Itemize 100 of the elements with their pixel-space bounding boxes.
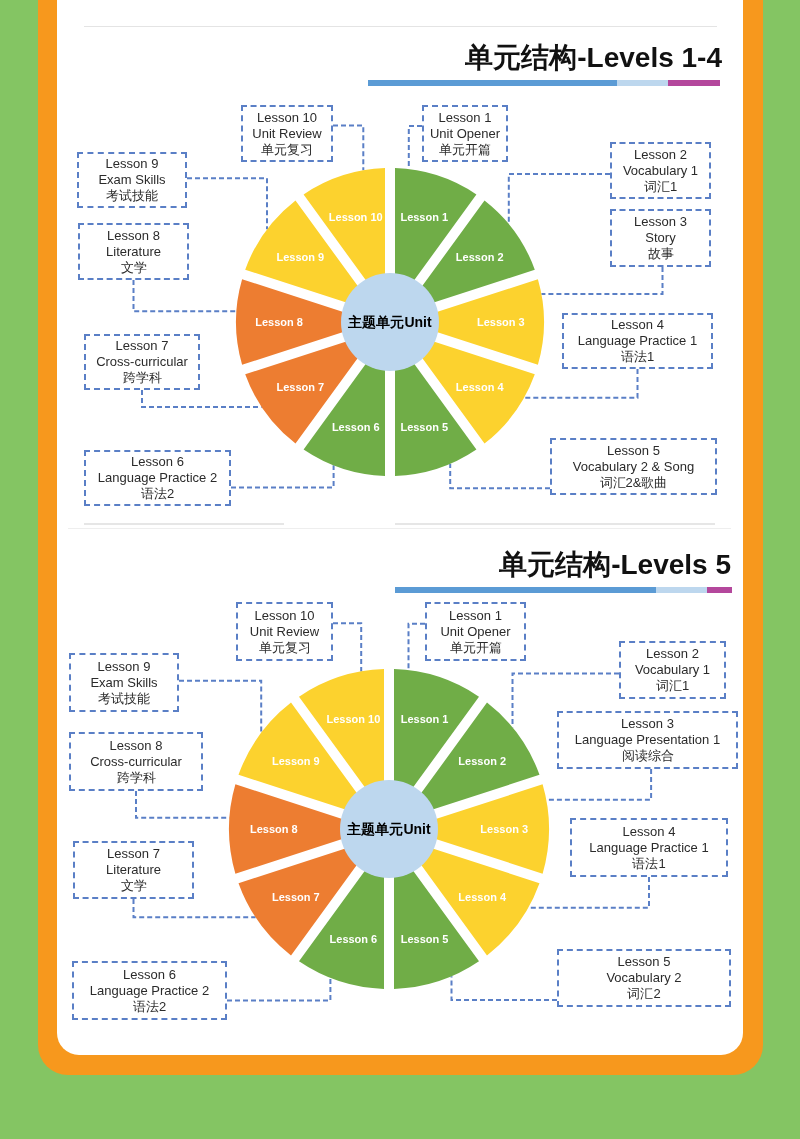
leader-line (230, 464, 335, 489)
segment-label: Lesson 9 (271, 754, 320, 768)
callout-text: Unit Opener (429, 125, 501, 142)
leader-line (132, 898, 257, 919)
segment-label: Lesson 9 (276, 250, 325, 264)
callout-text: Unit Review (252, 125, 322, 142)
callout-text: 词汇1 (643, 178, 678, 195)
hub-label: 主题单元Unit (347, 820, 431, 838)
leader-line (540, 266, 664, 295)
callout-box (557, 949, 731, 1007)
callout-heading: Lesson 9 (97, 658, 151, 675)
callout-text: 文学 (120, 259, 147, 276)
callout-box (619, 641, 726, 699)
callout-box (425, 602, 526, 661)
wheel-segment (434, 784, 549, 874)
callout-heading: Lesson 10 (257, 109, 317, 126)
segment-label: Lesson 4 (455, 380, 504, 394)
callout-heading: Lesson 5 (607, 442, 660, 459)
segment-label: Lesson 5 (400, 932, 449, 946)
callout-heading: Lesson 3 (634, 214, 687, 230)
segment-label: Lesson 1 (400, 210, 449, 224)
callout-box (73, 841, 194, 899)
callout-box (557, 711, 738, 769)
callout-text: 词汇1 (655, 678, 690, 694)
callout-heading: Lesson 4 (611, 317, 664, 333)
callout-text: 阅读综合 (621, 748, 674, 764)
callout-box (84, 334, 200, 390)
callout-heading: Lesson 10 (254, 607, 315, 624)
callout-text: 单元开篇 (439, 141, 491, 158)
segment-label: Lesson 8 (249, 822, 298, 836)
leader-line (132, 279, 238, 313)
callout-heading: Lesson 7 (115, 338, 169, 354)
callout-box (550, 438, 717, 495)
callout-text: 考试技能 (106, 188, 158, 204)
callout-text: 跨学科 (122, 370, 162, 386)
callout-text: Language Practice 1 (577, 333, 698, 349)
callout-heading: Lesson 8 (109, 737, 163, 754)
callout-text: 文学 (120, 878, 147, 894)
callout-heading: Lesson 6 (131, 454, 184, 470)
callout-text: Unit Opener (440, 623, 511, 640)
callout-box (69, 732, 203, 791)
callout-text: Vocabulary 1 (634, 662, 711, 678)
callout-box (562, 313, 713, 369)
segment-label: Lesson 2 (455, 250, 504, 264)
hub-label: 主题单元Unit (348, 313, 432, 331)
callout-text: 故事 (647, 246, 674, 262)
callout-heading: Lesson 5 (617, 954, 671, 970)
leader-line (450, 975, 558, 1001)
callout-heading: Lesson 2 (646, 646, 699, 662)
callout-heading: Lesson 8 (107, 227, 160, 244)
segment-label: Lesson 6 (331, 420, 380, 434)
callout-text: Vocabulary 1 (622, 162, 699, 179)
wheel-segment (236, 279, 345, 365)
segment-label: Lesson 8 (255, 315, 303, 329)
callout-text: 语法1 (620, 349, 655, 365)
segment-label: Lesson 3 (480, 822, 529, 836)
callout-text: Story (645, 230, 676, 246)
leader-line (523, 368, 639, 399)
leader-line (226, 976, 332, 1002)
callout-heading: Lesson 3 (621, 716, 674, 732)
segment-label: Lesson 7 (271, 890, 320, 904)
callout-box (78, 223, 189, 280)
callout-text: 词汇2 (627, 986, 661, 1002)
wheel-segment (435, 279, 544, 365)
segment-label: Lesson 10 (328, 210, 383, 224)
leader-line (507, 172, 611, 225)
callout-heading: Lesson 9 (105, 156, 159, 172)
callout-text: Unit Review (249, 623, 320, 640)
segment-label: Lesson 6 (329, 932, 378, 946)
segment-label: Lesson 3 (477, 315, 525, 329)
callout-text: 单元开篇 (449, 639, 502, 656)
callout-heading: Lesson 1 (449, 607, 502, 624)
callout-box (610, 209, 711, 267)
callout-text: Language Practice 1 (589, 839, 709, 856)
callout-text: 语法1 (632, 855, 666, 872)
callout-text: Vocabulary 2 (606, 970, 682, 986)
segment-label: Lesson 7 (276, 380, 325, 394)
callout-box (84, 450, 231, 506)
section-heading: 单元结构-Levels 1-4 (465, 42, 722, 74)
callout-text: Literature (106, 862, 161, 878)
callout-text: Language Presentation 1 (574, 732, 721, 748)
callout-text: Literature (106, 243, 161, 260)
leader-line (178, 679, 263, 734)
segment-label: Lesson 2 (458, 754, 507, 768)
callout-box (610, 142, 711, 199)
callout-text: 单元复习 (258, 639, 311, 656)
callout-box (241, 105, 333, 162)
callout-text: Vocabulary 2 & Song (572, 458, 695, 475)
callout-text: 语法2 (140, 486, 175, 502)
callout-box (69, 653, 179, 712)
callout-text: 跨学科 (116, 769, 156, 786)
callout-box (77, 152, 187, 208)
callout-box (72, 961, 227, 1020)
callout-text: 词汇2&歌曲 (599, 474, 668, 491)
callout-text: Cross-curricular (90, 753, 182, 770)
segment-label: Lesson 5 (400, 420, 449, 434)
callout-text: 考试技能 (98, 690, 150, 707)
callout-text: Exam Skills (90, 674, 158, 691)
segment-label: Lesson 1 (400, 712, 449, 726)
callout-box (236, 602, 333, 661)
